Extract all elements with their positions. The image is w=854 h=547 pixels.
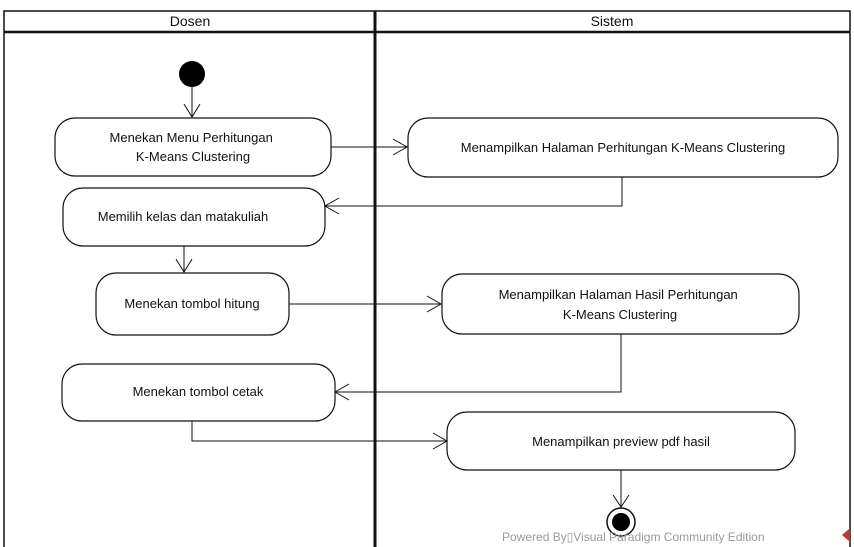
lane-title-sistem: Sistem [591, 13, 634, 29]
swimlane-frame: Dosen Sistem [3, 10, 851, 547]
action-label: Memilih kelas dan matakuliah [98, 209, 269, 224]
arrowhead [426, 295, 443, 313]
arrowhead [183, 103, 201, 118]
action-menampilkan-preview-pdf: Menampilkan preview pdf hasil [446, 411, 796, 471]
action-menampilkan-halaman-perhitungan: Menampilkan Halaman Perhitungan K-Means … [407, 117, 839, 178]
flow-a2-to-a3 [325, 177, 623, 207]
flow-a6-to-a7 [191, 421, 447, 442]
arrowhead [392, 138, 409, 156]
action-label: Menampilkan Halaman Perhitungan K-Means … [461, 140, 785, 155]
arrowhead [612, 494, 630, 508]
watermark-text: Powered By▯Visual Paradigm Community Edi… [502, 530, 765, 544]
action-label: Menampilkan preview pdf hasil [532, 434, 710, 449]
action-label: Menekan tombol hitung [124, 296, 259, 311]
action-label: Menekan Menu Perhitungan K-Means Cluster… [110, 130, 277, 164]
action-menekan-tombol-cetak: Menekan tombol cetak [61, 363, 336, 422]
action-menampilkan-halaman-hasil: Menampilkan Halaman Hasil Perhitungan K-… [441, 273, 800, 335]
action-memilih-kelas-dan-matakuliah: Memilih kelas dan matakuliah [62, 187, 326, 247]
lane-title-dosen: Dosen [170, 13, 210, 29]
visual-paradigm-logo-icon [842, 528, 850, 542]
action-label: Menekan tombol cetak [133, 384, 264, 399]
action-menekan-tombol-hitung: Menekan tombol hitung [95, 272, 290, 336]
flow-a5-to-a6 [335, 334, 622, 393]
action-menekan-menu-perhitungan: Menekan Menu Perhitungan K-Means Cluster… [54, 117, 332, 177]
initial-node [179, 61, 205, 87]
action-label: Menampilkan Halaman Hasil Perhitungan K-… [499, 287, 742, 322]
final-node [606, 507, 636, 537]
arrowhead [175, 258, 193, 273]
control-flows [175, 87, 630, 508]
